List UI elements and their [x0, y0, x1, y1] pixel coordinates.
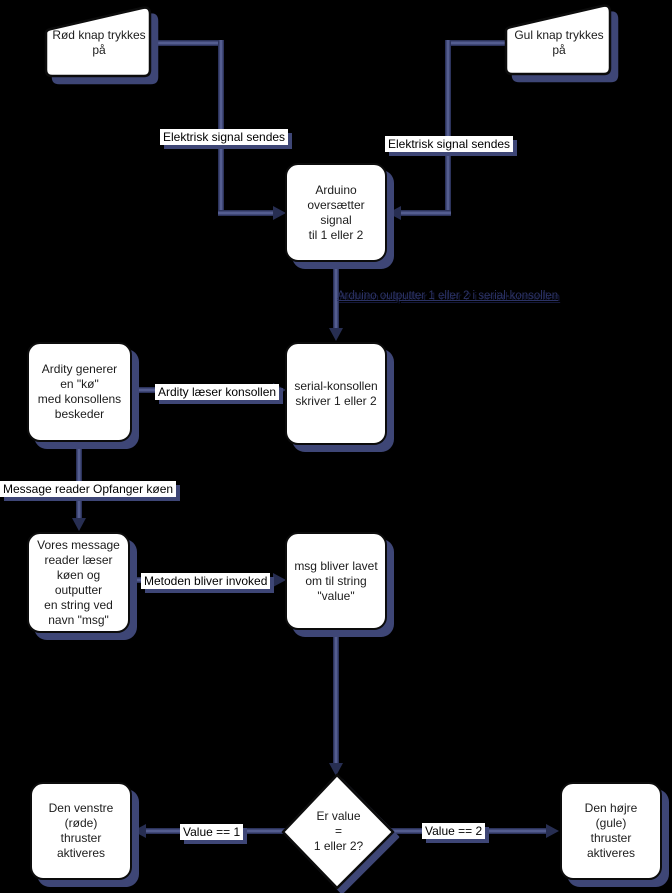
edge-label-reader-catches: Message reader Opfanger køen	[0, 481, 177, 497]
arrowhead-icon	[388, 206, 401, 220]
node-red-button-shape	[44, 6, 152, 78]
edge-label-ardity-reads: Ardity læser konsollen	[155, 384, 280, 400]
edge-label-value-2: Value == 2	[422, 823, 486, 839]
edge-label-electric-right: Elektrisk signal sendes	[385, 136, 514, 152]
arrowhead-icon	[329, 763, 343, 776]
edge-label-arduino-output: Arduino outputter 1 eller 2 i serial-kon…	[337, 290, 559, 302]
edge-label-electric-left: Elektrisk signal sendes	[160, 129, 289, 145]
node-right-thruster: Den højre (gule) thruster aktiveres	[560, 782, 662, 880]
arrowhead-icon	[329, 328, 343, 341]
node-left-thruster: Den venstre (røde) thruster aktiveres	[30, 782, 132, 880]
arrowhead-icon	[546, 824, 559, 838]
arrowhead-icon	[72, 518, 86, 531]
node-arduino: Arduino oversætter signal til 1 eller 2	[285, 163, 387, 262]
node-red-button: Rød knap trykkes på	[52, 28, 146, 57]
arrowhead-icon	[273, 206, 286, 220]
node-message-reader: Vores message reader læser køen og outpu…	[27, 532, 130, 633]
connector-segment	[150, 40, 224, 46]
node-yellow-button: Gul knap trykkes på	[514, 28, 604, 57]
node-serial-console: serial-konsollen skriver 1 eller 2	[285, 342, 387, 445]
edge-label-method-invoked: Metoden bliver invoked	[141, 573, 271, 589]
connector-segment	[333, 629, 339, 766]
node-decision: Er value = 1 eller 2?	[313, 809, 364, 853]
connector-segment	[448, 40, 506, 46]
connector-segment	[333, 261, 339, 331]
edge-label-value-1: Value == 1	[180, 824, 244, 840]
connector-segment	[396, 210, 451, 216]
connector-segment	[218, 40, 224, 216]
connector-segment	[218, 210, 276, 216]
arrowhead-icon	[273, 573, 286, 587]
node-ardity: Ardity generer en "kø" med konsollens be…	[27, 342, 132, 442]
arrowhead-icon	[133, 824, 146, 838]
node-decision-shape	[281, 773, 395, 890]
node-yellow-button-shape	[504, 4, 612, 76]
connector-segment	[445, 40, 451, 216]
node-msg-value: msg bliver lavet om til string "value"	[285, 532, 387, 630]
